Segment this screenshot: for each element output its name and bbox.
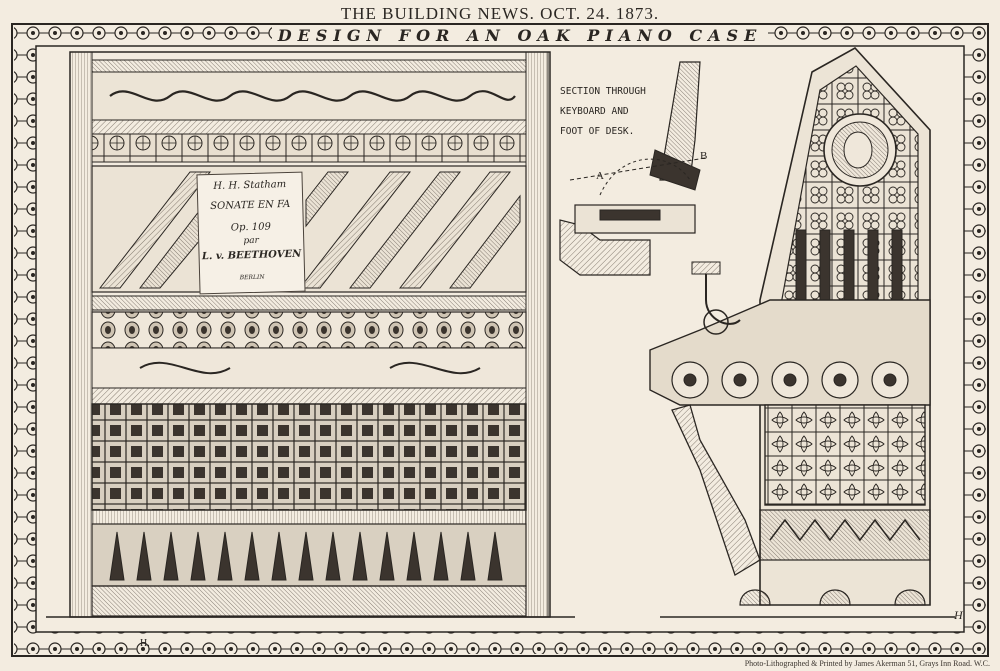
section-note-line2: KEYBOARD AND bbox=[560, 106, 629, 117]
artist-signature: H bbox=[954, 608, 963, 622]
printer-credit: Photo-Lithographed & Printed by James Ak… bbox=[744, 659, 990, 668]
plate-title: DESIGN FOR AN OAK PIANO CASE bbox=[200, 24, 840, 46]
card-composer: L. v. BEETHOVEN bbox=[201, 248, 302, 263]
section-note-line1: SECTION THROUGH bbox=[560, 86, 646, 97]
section-mark-a: A bbox=[596, 170, 604, 182]
section-mark-b: B bbox=[700, 150, 708, 162]
plate-title-text: DESIGN FOR AN OAK PIANO CASE bbox=[271, 25, 769, 45]
page-header: THE BUILDING NEWS. OCT. 24. 1873. bbox=[340, 4, 660, 23]
card-par: par bbox=[243, 235, 260, 247]
card-author: H. H. Statham bbox=[213, 179, 287, 192]
piano-front-elevation bbox=[46, 51, 575, 618]
piano-side-elevation bbox=[649, 46, 955, 618]
card-opus: Op. 109 bbox=[230, 221, 272, 234]
music-sheet-card: H. H. Statham SONATE EN FA Op. 109 par L… bbox=[196, 171, 306, 295]
keyboard-section-detail bbox=[559, 61, 706, 276]
section-note-line3: FOOT OF DESK. bbox=[560, 126, 635, 137]
card-place: BERLIN bbox=[239, 273, 265, 282]
plate-monogram: H. bbox=[140, 638, 150, 649]
section-note: SECTION THROUGH KEYBOARD AND FOOT OF DES… bbox=[560, 82, 670, 142]
card-title: SONATE EN FA bbox=[210, 198, 291, 213]
